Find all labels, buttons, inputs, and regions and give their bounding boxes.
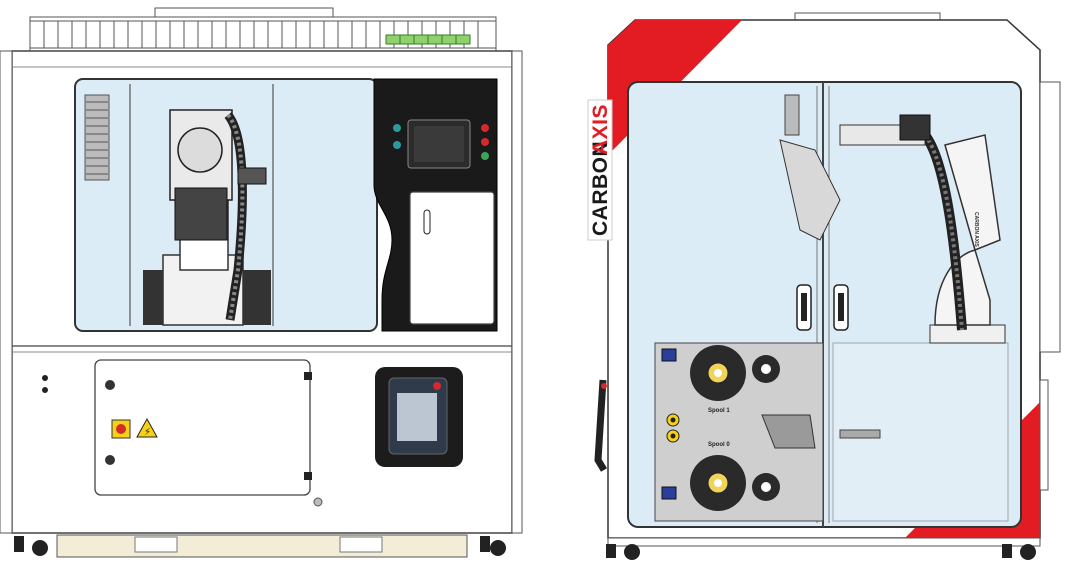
green-cable-tray bbox=[385, 34, 471, 45]
arm-brand-label: CARBON AXIS bbox=[973, 212, 979, 247]
status-light-icon bbox=[481, 138, 489, 146]
carbon-axis-logo: CARBON AXIS bbox=[587, 99, 613, 241]
caster-wheels bbox=[14, 536, 506, 556]
status-light-icon bbox=[481, 152, 489, 160]
robot-arm-front bbox=[143, 109, 271, 326]
warning-sign-icon: ⚡ bbox=[136, 417, 158, 438]
brand-carbon: CARBON bbox=[589, 141, 612, 236]
front-view-machine: #Tool ⚡ bbox=[0, 7, 523, 558]
robot-arm-side: CARBON AXIS bbox=[839, 114, 1006, 344]
tool-door[interactable] bbox=[409, 191, 495, 325]
front-base bbox=[56, 534, 468, 558]
spool-0 bbox=[690, 455, 780, 511]
emergency-stop-icon[interactable] bbox=[111, 419, 131, 439]
side-view-machine: Spool 1 Spool 0 bbox=[587, 12, 1061, 560]
teach-pendant[interactable] bbox=[375, 367, 463, 467]
status-light-icon bbox=[393, 124, 401, 132]
svg-text:⚡: ⚡ bbox=[144, 427, 151, 438]
caster-wheels bbox=[606, 544, 1036, 560]
tool-label: #Tool bbox=[414, 194, 435, 203]
spool-1-label: Spool 1 bbox=[708, 408, 730, 414]
lower-cabinet-door[interactable] bbox=[94, 359, 311, 496]
brand-axis: AXIS bbox=[589, 104, 612, 155]
status-light-icon bbox=[481, 124, 489, 132]
handle-icon bbox=[423, 209, 431, 235]
spool-1 bbox=[690, 345, 780, 401]
status-light-icon bbox=[393, 141, 401, 149]
roof-rail bbox=[29, 7, 497, 52]
spool-0-label: Spool 0 bbox=[708, 442, 730, 448]
